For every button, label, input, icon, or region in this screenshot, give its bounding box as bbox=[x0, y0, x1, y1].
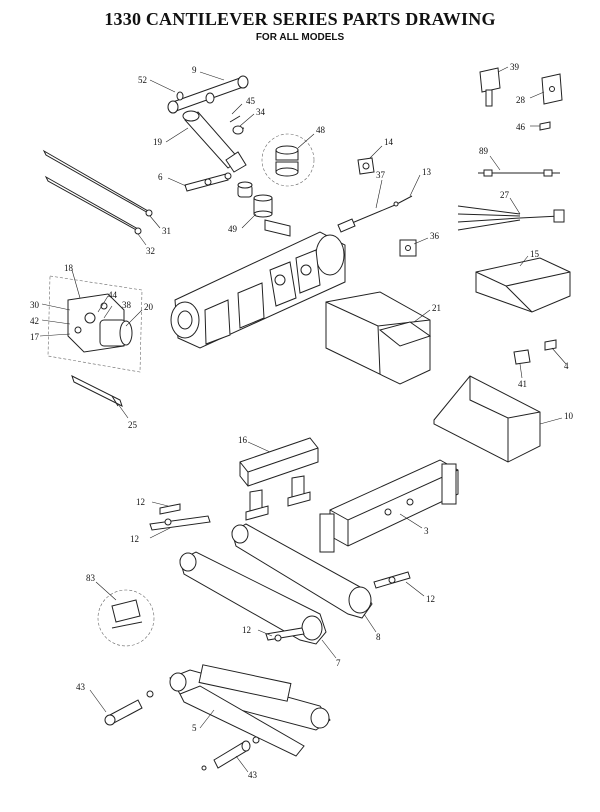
cable-89 bbox=[478, 169, 560, 177]
shaft-25 bbox=[71, 375, 123, 407]
pin-6 bbox=[184, 172, 232, 192]
cover-15 bbox=[475, 257, 571, 313]
callout-10: 10 bbox=[564, 411, 574, 421]
callout-14: 14 bbox=[384, 137, 394, 147]
lower-frame-5 bbox=[169, 664, 331, 757]
callout-34: 34 bbox=[256, 107, 266, 117]
harness-27 bbox=[457, 205, 565, 231]
pin-43-left bbox=[104, 690, 154, 726]
callout-6: 6 bbox=[158, 172, 163, 182]
callout-83: 83 bbox=[86, 573, 96, 583]
callout-12a: 12 bbox=[136, 497, 145, 507]
callout-45: 45 bbox=[246, 96, 256, 106]
bushing-48 bbox=[261, 133, 315, 187]
plate-28 bbox=[541, 73, 563, 105]
callout-32: 32 bbox=[146, 246, 155, 256]
callout-25: 25 bbox=[128, 420, 138, 430]
decal-83 bbox=[97, 589, 155, 647]
callout-12d: 12 bbox=[242, 625, 251, 635]
clip-4 bbox=[544, 339, 557, 351]
callout-28: 28 bbox=[516, 95, 526, 105]
wire-37-13 bbox=[337, 195, 413, 233]
plate-36 bbox=[399, 239, 417, 257]
callout-30: 30 bbox=[30, 300, 40, 310]
roller-bar-16 bbox=[239, 437, 319, 521]
callout-19: 19 bbox=[153, 137, 163, 147]
pins-12 bbox=[149, 503, 411, 642]
callout-42: 42 bbox=[30, 316, 39, 326]
callout-43a: 43 bbox=[76, 682, 86, 692]
callout-48: 48 bbox=[316, 125, 326, 135]
callout-12c: 12 bbox=[426, 594, 435, 604]
arm-8 bbox=[231, 523, 373, 619]
callout-37: 37 bbox=[376, 170, 386, 180]
callout-12b: 12 bbox=[130, 534, 139, 544]
callout-89: 89 bbox=[479, 146, 489, 156]
bracket-39 bbox=[479, 67, 501, 107]
callout-49: 49 bbox=[228, 224, 238, 234]
callout-3: 3 bbox=[424, 526, 429, 536]
callout-15: 15 bbox=[530, 249, 540, 259]
callout-36: 36 bbox=[430, 231, 440, 241]
callout-13: 13 bbox=[422, 167, 432, 177]
frame-3 bbox=[319, 459, 459, 553]
callout-17: 17 bbox=[30, 332, 40, 342]
callout-43b: 43 bbox=[248, 770, 258, 780]
callout-38: 38 bbox=[122, 300, 132, 310]
pan-10 bbox=[433, 375, 541, 463]
callout-5: 5 bbox=[192, 723, 197, 733]
callouts: 52 9 45 34 19 48 14 37 13 6 31 32 49 39 … bbox=[30, 62, 574, 780]
callout-20: 20 bbox=[144, 302, 154, 312]
bracket-41 bbox=[513, 349, 531, 365]
callout-7: 7 bbox=[336, 658, 341, 668]
page-subtitle: FOR ALL MODELS bbox=[255, 32, 345, 43]
callout-21: 21 bbox=[432, 303, 441, 313]
callout-27: 27 bbox=[500, 190, 510, 200]
callout-16: 16 bbox=[238, 435, 248, 445]
callout-39: 39 bbox=[510, 62, 520, 72]
main-tube bbox=[170, 231, 346, 349]
pin-43-bottom bbox=[201, 736, 260, 771]
callout-46: 46 bbox=[516, 122, 526, 132]
page-title: 1330 CANTILEVER SERIES PARTS DRAWING bbox=[104, 9, 496, 29]
callout-4: 4 bbox=[564, 361, 569, 371]
callout-31: 31 bbox=[162, 226, 171, 236]
callout-9: 9 bbox=[192, 65, 197, 75]
callout-52: 52 bbox=[138, 75, 147, 85]
callout-8: 8 bbox=[376, 632, 381, 642]
enclosure-21 bbox=[325, 291, 432, 385]
callout-44: 44 bbox=[108, 290, 118, 300]
callout-41: 41 bbox=[518, 379, 527, 389]
switch-14 bbox=[357, 157, 375, 175]
arm-7 bbox=[179, 551, 327, 645]
roller-stack-49 bbox=[237, 181, 291, 237]
callout-18: 18 bbox=[64, 263, 74, 273]
rods-31-32 bbox=[42, 149, 153, 235]
cylinder-assembly bbox=[167, 75, 249, 173]
screw-46 bbox=[539, 121, 551, 131]
